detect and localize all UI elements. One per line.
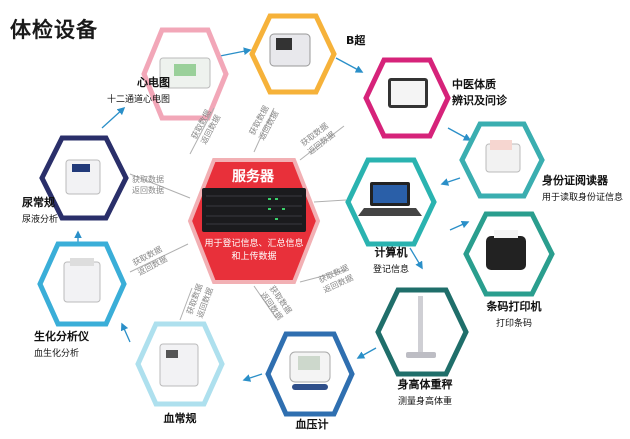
- server-rack-image: [202, 188, 306, 232]
- flow-get-label: 获取数据: [132, 175, 164, 184]
- ecg-name: 心电图: [137, 76, 170, 89]
- blood-node: [135, 321, 225, 407]
- tcm-label: 中医体质 辨识及问诊: [452, 76, 507, 108]
- printer-sub: 打印条码: [495, 319, 532, 329]
- printer-name: 条码打印机: [486, 300, 542, 313]
- idcard-sub: 用于读取身份证信息: [542, 193, 624, 203]
- printer-node: [463, 211, 555, 297]
- biochem-sub: 血生化分析: [34, 349, 80, 359]
- computer-name: 计算机: [374, 246, 408, 259]
- computer-node: [345, 157, 437, 247]
- height-name: 身高体重秤: [397, 378, 453, 391]
- height-node: [375, 287, 469, 377]
- server-description: 用于登记信息、汇总信息和上传数据: [204, 239, 304, 262]
- height-label: 身高体重秤 测量身高体重: [392, 376, 458, 407]
- ecg-node: [141, 27, 229, 121]
- server-node: [187, 158, 321, 284]
- computer-sub: 登记信息: [372, 265, 409, 275]
- urine-node: [39, 135, 129, 221]
- biochem-node: [37, 241, 127, 327]
- urine-sub: 尿液分析: [22, 215, 59, 225]
- ecg-sub: 十二通道心电图: [106, 95, 170, 105]
- server-title: 服务器: [232, 169, 274, 185]
- data-exchange-arrows: [129, 107, 347, 321]
- bp-label: 血压计: [292, 416, 332, 432]
- ecg-label: 心电图 十二通道心电图: [90, 74, 170, 105]
- bscan-label: B超: [346, 32, 365, 48]
- computer-label: 计算机 登记信息: [366, 244, 416, 275]
- biochem-label: 生化分析仪 血生化分析: [34, 328, 89, 359]
- idcard-label: 身份证阅读器 用于读取身份证信息: [542, 172, 623, 203]
- bp-name: 血压计: [295, 418, 329, 431]
- page-title: 体检设备: [10, 18, 98, 42]
- urine-name: 尿常规: [22, 196, 55, 209]
- bscan-name: B超: [346, 34, 366, 47]
- bp-node: [265, 331, 355, 417]
- bscan-node: [249, 13, 337, 95]
- flow-arrows: [74, 47, 472, 382]
- blood-label: 血常规: [160, 410, 200, 426]
- urine-label: 尿常规 尿液分析: [22, 194, 58, 225]
- tcm-name: 中医体质: [452, 78, 496, 91]
- printer-label: 条码打印机 打印条码: [484, 298, 544, 329]
- blood-name: 血常规: [163, 412, 197, 425]
- tcm-sub: 辨识及问诊: [452, 94, 507, 107]
- tcm-node: [363, 57, 451, 139]
- biochem-name: 生化分析仪: [34, 330, 89, 343]
- idcard-name: 身份证阅读器: [542, 174, 608, 187]
- height-sub: 测量身高体重: [397, 397, 452, 407]
- flow-return-label: 返回数据: [132, 186, 164, 195]
- idcard-node: [459, 121, 545, 199]
